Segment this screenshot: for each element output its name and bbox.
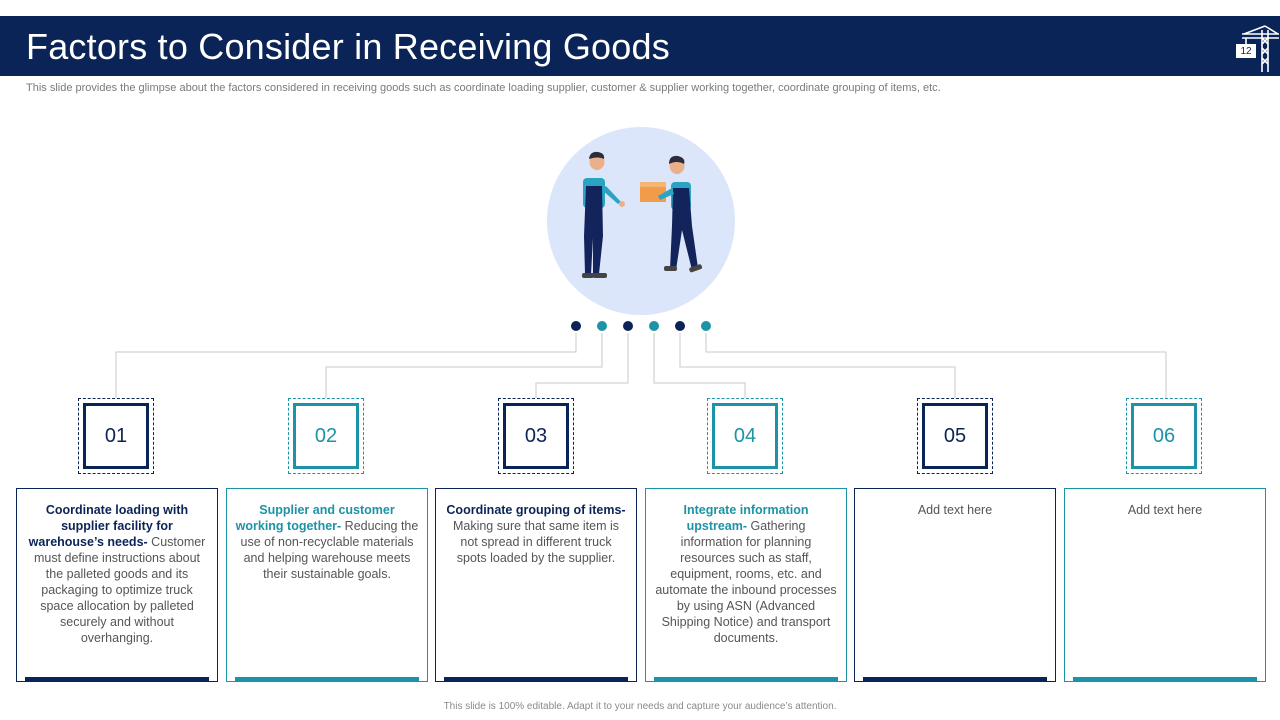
factor-card: Coordinate grouping of items- Making sur… [435,488,637,682]
header-bar: Factors to Consider in Receiving Goods 1… [0,16,1280,76]
factor-card-placeholder: Add text here [854,488,1056,682]
factor-card: Supplier and customer working together- … [226,488,428,682]
factor-body: Reducing the use of non-recyclable mater… [240,519,419,581]
factor-body: Making sure that same item is not spread… [452,519,620,565]
factor-body: Gathering information for planning resou… [655,519,837,645]
worker-delivering-figure [640,155,703,273]
factor-heading: Coordinate loading with supplier facilit… [28,503,189,549]
worker-receiving-figure [582,151,625,278]
step-number-box: 03 [498,398,574,474]
connector-dot [623,321,633,331]
factor-heading: Supplier and customer working together- [235,503,395,533]
slide-description: This slide provides the glimpse about th… [26,82,941,94]
factor-heading: Coordinate grouping of items- [446,503,626,517]
page-number: 12 [1240,46,1252,57]
step-number-box: 04 [707,398,783,474]
factor-body: Add text here [917,503,993,517]
page-title: Factors to Consider in Receiving Goods [26,26,670,67]
step-number-box: 02 [288,398,364,474]
connector-dot [597,321,607,331]
step-number-box: 05 [917,398,993,474]
step-number-box: 01 [78,398,154,474]
connector-dot [571,321,581,331]
crane-logo-icon [1236,25,1279,72]
factor-card: Integrate information upstream- Gatherin… [645,488,847,682]
footer-note: This slide is 100% editable. Adapt it to… [443,701,837,712]
connector-dot [675,321,685,331]
factor-card-placeholder: Add text here [1064,488,1266,682]
factor-body: Add text here [1127,503,1203,517]
connector-dot [701,321,711,331]
step-number-box: 06 [1126,398,1202,474]
factor-body: Customer must define instructions about … [33,535,206,645]
factor-heading: Integrate information upstream- [683,503,809,533]
handover-illustration [547,127,735,315]
factor-card: Coordinate loading with supplier facilit… [16,488,218,682]
connector-dot [649,321,659,331]
